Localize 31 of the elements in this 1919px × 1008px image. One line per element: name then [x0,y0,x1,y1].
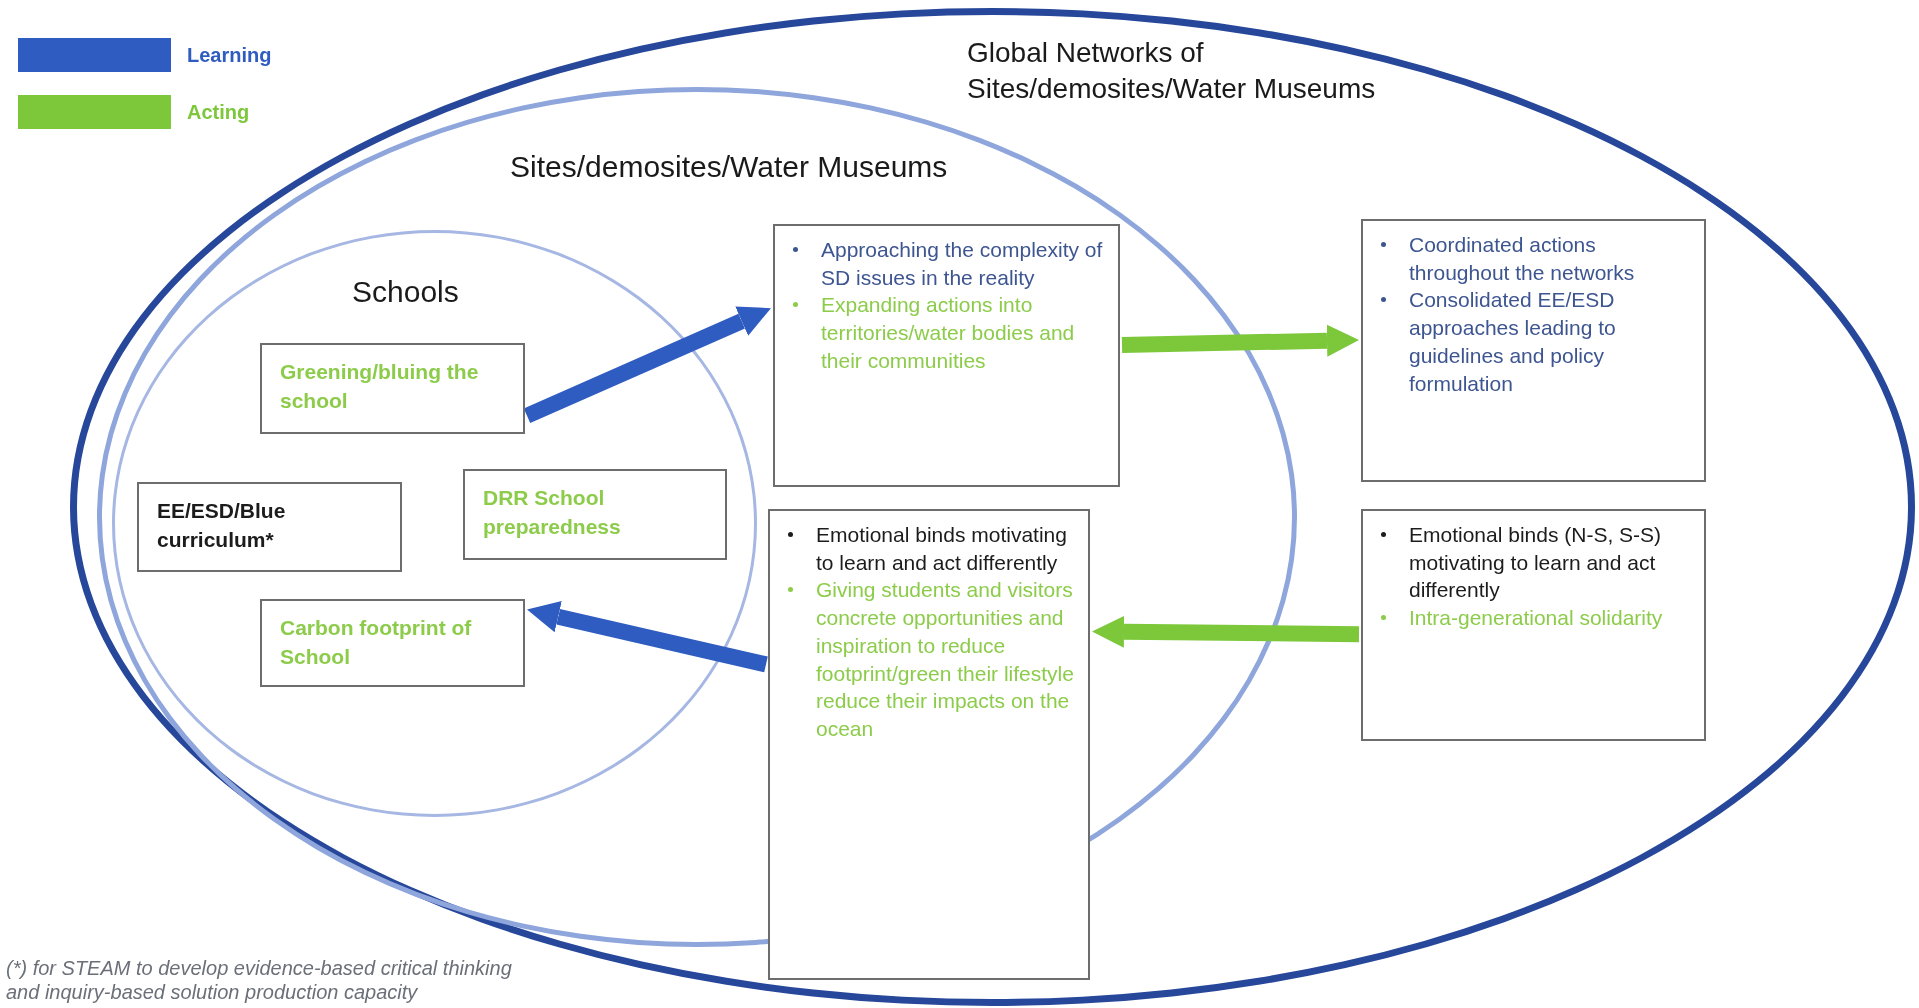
ellipse-region [112,230,757,817]
bullet-text: Intra-generational solidarity [1375,604,1692,632]
block-arrow [523,306,771,424]
bullet-text: Giving students and visitors concrete opportunities and inspiration to reduce footprint/green their lifestyle reduce their impacts on the ocean [782,576,1076,743]
text-box [1361,509,1706,741]
bullet-text: Emotional binds (N-S, S-S) motivating to learn and act differently [1375,521,1692,605]
text-box [260,599,525,687]
footnote: (*) for STEAM to develop evidence-based critical thinking and inquiry-based solution production capacity [6,956,513,1004]
box-text: Greening/bluing the school [280,359,480,415]
legend-label: Acting [187,100,250,124]
box-text: DRR School preparedness [483,485,622,541]
bullet-text: Approaching the complexity of SD issues in the reality [787,236,1106,292]
bullet-text: Coordinated actions throughout the networks [1375,231,1692,287]
legend-label: Learning [187,43,272,67]
block-arrow [1121,324,1359,357]
box-text: Carbon footprint of School [280,615,473,671]
block-arrow [527,601,768,673]
text-box [137,482,402,572]
text-box [463,469,727,560]
bullet-text: Expanding actions into territories/water bodies and their communities [787,291,1106,375]
text-box [260,343,525,434]
box-text: EE/ESD/Blue curriculum* [157,498,287,554]
text-box [768,509,1090,980]
region-title: Schools [352,274,460,310]
bullet-text: Emotional binds motivating to learn and act differently [782,521,1076,577]
region-title: Global Networks of Sites/demosites/Water Museums [967,36,1377,107]
bullet-text: Consolidated EE/ESD approaches leading to guidelines and policy formulation [1375,286,1692,398]
region-title: Sites/demosites/Water Museums [510,149,949,185]
text-box [1361,219,1706,482]
text-box [773,224,1120,487]
block-arrow [1092,615,1360,648]
